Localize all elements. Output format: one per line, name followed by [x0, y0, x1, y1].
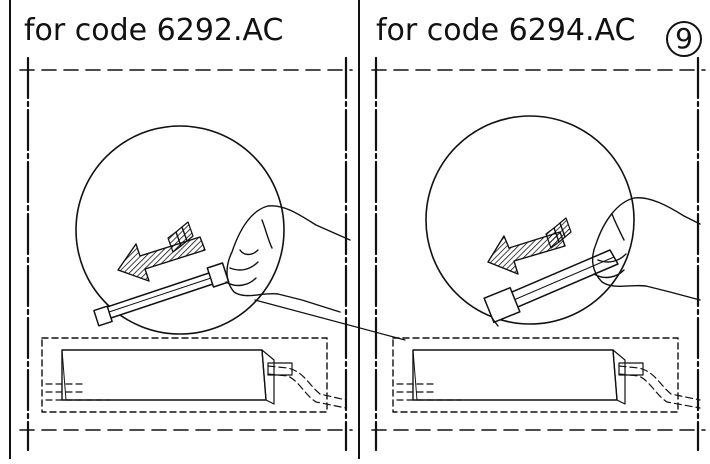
- leader-line: [254, 299, 406, 341]
- fixture-housing: [41, 337, 347, 413]
- detail-circle: [425, 115, 635, 325]
- step-number-badge: 9: [666, 21, 702, 57]
- hand-sketch: [225, 205, 351, 313]
- detail-circle: [75, 125, 285, 335]
- motion-marks: [545, 217, 572, 249]
- lamp-tube: [483, 249, 619, 327]
- hand-sketch: [591, 197, 701, 301]
- panel-left-title: for code 6292.AC: [24, 13, 284, 48]
- panel-right-title: for code 6294.AC: [376, 13, 636, 48]
- motion-marks: [167, 221, 194, 253]
- pull-arrow: [117, 236, 206, 282]
- panel-left: [19, 56, 406, 452]
- lamp-tube: [93, 262, 230, 327]
- panel-right: [371, 56, 706, 452]
- fixture-housing: [392, 337, 701, 413]
